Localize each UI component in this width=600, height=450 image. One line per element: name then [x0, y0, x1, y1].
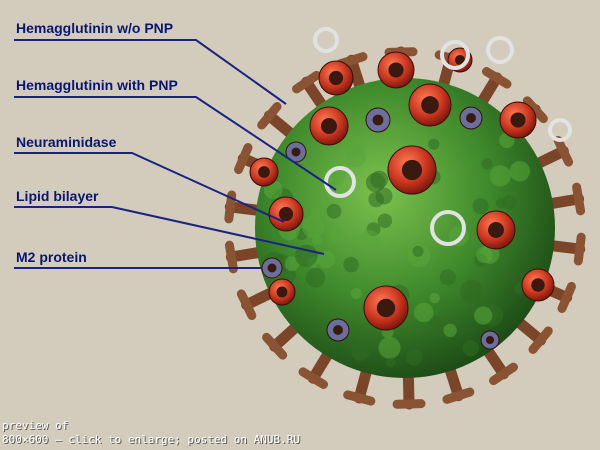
envelope-bump [378, 336, 401, 359]
neuraminidase-rings [249, 47, 555, 331]
pnp-ring [430, 210, 466, 246]
envelope-bump [502, 194, 517, 210]
label-neuraminidase: Neuraminidase [16, 134, 117, 150]
envelope-bump [294, 244, 318, 268]
m2-protein-ring-hole [485, 335, 495, 345]
envelope-bump [443, 323, 457, 338]
envelope-bump [328, 226, 345, 243]
hemagglutinin-knob [573, 232, 586, 266]
envelope-bump [317, 250, 336, 269]
pnp-ring [324, 166, 356, 198]
neuraminidase-ring-hole [376, 298, 396, 318]
neuraminidase-ring-hole [388, 62, 404, 78]
neuraminidase-ring-hole [328, 70, 344, 86]
pnp-ring [548, 118, 572, 142]
envelope-bump [305, 268, 326, 288]
m2-protein-ring-hole [291, 147, 301, 157]
hemagglutinin-knob [262, 332, 288, 360]
leader-line-hemagglutinin-with-pnp [14, 96, 337, 191]
envelope-bump [387, 125, 401, 139]
leader-line-lipid-bilayer [14, 206, 325, 255]
neuraminidase-ring-hole [278, 206, 294, 222]
hemagglutinin-knob [257, 102, 282, 130]
label-lipid-bilayer: Lipid bilayer [16, 188, 99, 204]
enlarge-link[interactable]: 800×600 – click to enlarge; posted on AN… [2, 433, 301, 446]
envelope-bump [368, 191, 384, 208]
envelope-bump [481, 158, 493, 170]
envelope-bump [350, 342, 370, 361]
pnp-ring [486, 36, 514, 64]
neuraminidase-ring-hole [510, 112, 526, 128]
neuraminidase-ring-hole [321, 118, 337, 134]
leader-line-neuraminidase [14, 152, 285, 223]
envelope-bump [365, 172, 386, 193]
neuraminidase-ring-hole [276, 286, 288, 298]
envelope-bump [489, 165, 511, 187]
lipid-bilayer-envelope [255, 78, 555, 378]
hemagglutinin-knob [557, 281, 576, 313]
envelope-bump [412, 245, 424, 257]
leader-lines [14, 39, 337, 269]
hemagglutinin-knob [553, 135, 574, 167]
envelope-bump [343, 256, 359, 273]
pnp-ring [313, 27, 339, 53]
envelope-bump [284, 256, 300, 272]
m2-protein-rings [261, 106, 500, 350]
envelope-bump [385, 357, 396, 368]
neuraminidase-ring-hole [258, 166, 270, 178]
envelope-bump [439, 269, 457, 286]
envelope-bump [462, 340, 479, 357]
preview-caption-line1: preview of [2, 419, 69, 432]
pnp-ring [440, 40, 470, 70]
envelope-bump [350, 287, 362, 300]
neuraminidase-ring-hole [531, 278, 545, 292]
hemagglutinin-knob [489, 362, 518, 386]
envelope-bump [326, 203, 342, 219]
m2-protein-ring-hole [372, 114, 384, 126]
label-hemagglutinin-without-pnp: Hemagglutinin w/o PNP [16, 20, 174, 36]
label-m2-protein: M2 protein [16, 249, 87, 265]
envelope-bump [405, 349, 423, 366]
hemagglutinin-knob [343, 390, 376, 406]
envelope-bump [301, 215, 325, 238]
leader-line-hemagglutinin-without-pnp [14, 39, 287, 105]
hemagglutinin-knob [522, 96, 548, 124]
virus-particle [224, 27, 586, 410]
envelope-bump [472, 198, 489, 215]
neuraminidase-ring-hole [401, 159, 423, 181]
envelope-bump [345, 147, 366, 168]
envelope-bump [460, 279, 484, 303]
envelope-bump [357, 230, 382, 254]
hemagglutinin-knob [482, 67, 512, 89]
hemagglutinin-knob [572, 182, 586, 216]
hemagglutinin-knob [528, 326, 553, 354]
neuraminidase-ring-hole [421, 96, 439, 114]
m2-protein-ring-hole [267, 263, 277, 273]
m2-protein-ring-hole [466, 113, 476, 123]
m2-protein-ring-hole [333, 325, 343, 335]
envelope-bump [476, 246, 493, 264]
hemagglutinin-knob [224, 240, 238, 274]
hemagglutinin-knob [442, 387, 475, 404]
envelope-bump [310, 206, 323, 219]
envelope-bump [388, 242, 400, 254]
pnp-rings [313, 27, 572, 246]
hemagglutinin-knob [298, 367, 328, 389]
envelope-bump [509, 160, 530, 182]
envelope-bump [414, 302, 434, 323]
hemagglutinin-knob [234, 143, 253, 175]
hemagglutinin-knob [236, 289, 257, 321]
envelope-bump [429, 292, 440, 304]
hemagglutinin-knob [292, 70, 321, 94]
label-hemagglutinin-with-pnp: Hemagglutinin with PNP [16, 77, 178, 93]
neuraminidase-ring-hole [488, 222, 504, 238]
envelope-bump [474, 306, 493, 325]
neuraminidase-ring-hole [454, 54, 466, 66]
envelope-bump [428, 138, 440, 150]
hemagglutinin-knob [392, 399, 426, 409]
envelope-bump [377, 213, 393, 229]
envelope-bump [428, 316, 444, 331]
